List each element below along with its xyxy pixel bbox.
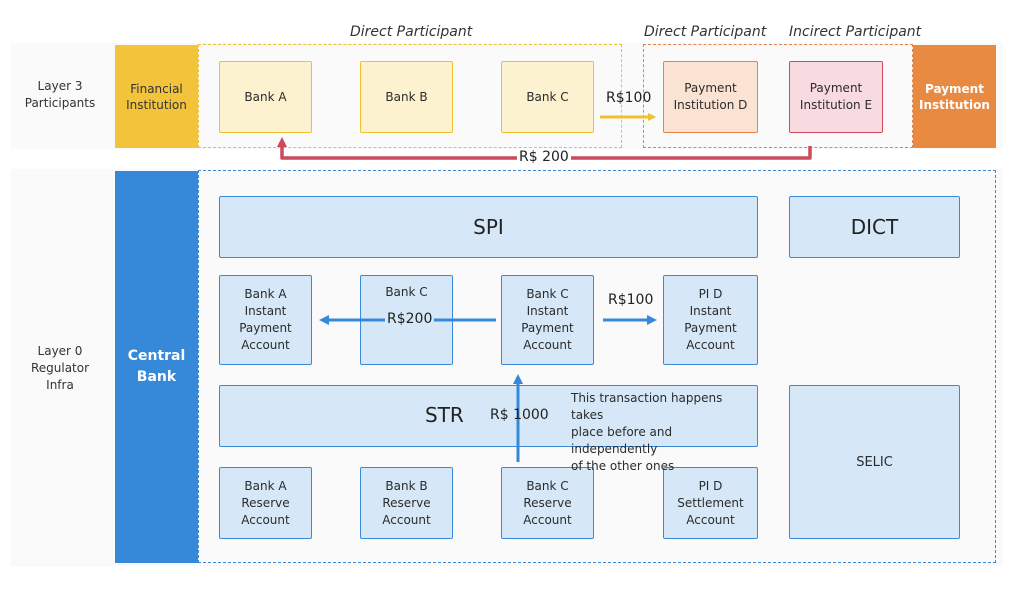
direct-participant-title-2: Direct Participant (644, 24, 767, 40)
payment-institution-d-box: Payment Institution D (663, 61, 758, 133)
layer3-label: Layer 3 Participants (24, 79, 96, 110)
bank-c-reserve-account: Bank C Reserve Account (501, 467, 594, 539)
dict-box: DICT (789, 196, 960, 258)
selic-box: SELIC (789, 385, 960, 539)
bank-c-small-label: Bank C (385, 285, 428, 299)
transaction-note: This transaction happens takes place bef… (571, 391, 723, 473)
bank-a-box: Bank A (219, 61, 312, 133)
pi-d-settlement-account: PI D Settlement Account (663, 467, 758, 539)
flow-label-r100-mid: R$100 (608, 292, 654, 308)
bank-b-box: Bank B (360, 61, 453, 133)
payment-institution-block: Payment Institution (913, 45, 996, 148)
direct-participant-group-banks (198, 44, 622, 148)
regulator-infra-group (198, 170, 996, 563)
flow-label-r200-mid: R$200 (385, 311, 435, 327)
bank-c-instant-account: Bank C Instant Payment Account (501, 275, 594, 365)
payment-institution-e-box: Payment Institution E (789, 61, 883, 133)
central-bank-block: Central Bank (115, 171, 198, 563)
bank-b-reserve-account: Bank B Reserve Account (360, 467, 453, 539)
str-label: STR (425, 403, 464, 427)
flow-label-r200-top: R$ 200 (517, 149, 571, 165)
layer0-label: Layer 0 Regulator Infra (30, 343, 90, 392)
bank-a-reserve-account: Bank A Reserve Account (219, 467, 312, 539)
bank-a-instant-account: Bank A Instant Payment Account (219, 275, 312, 365)
direct-participant-title: Direct Participant (350, 24, 473, 40)
flow-label-r1000: R$ 1000 (490, 407, 549, 423)
payment-institution-group (643, 44, 913, 148)
bank-c-box: Bank C (501, 61, 594, 133)
financial-institution-block: Financial Institution (115, 45, 198, 148)
str-box (219, 385, 758, 447)
spi-box: SPI (219, 196, 758, 258)
pi-d-instant-account: PI D Instant Payment Account (663, 275, 758, 365)
flow-label-r100-top: R$100 (606, 90, 652, 106)
indirect-participant-title: Incirect Participant (789, 24, 922, 40)
